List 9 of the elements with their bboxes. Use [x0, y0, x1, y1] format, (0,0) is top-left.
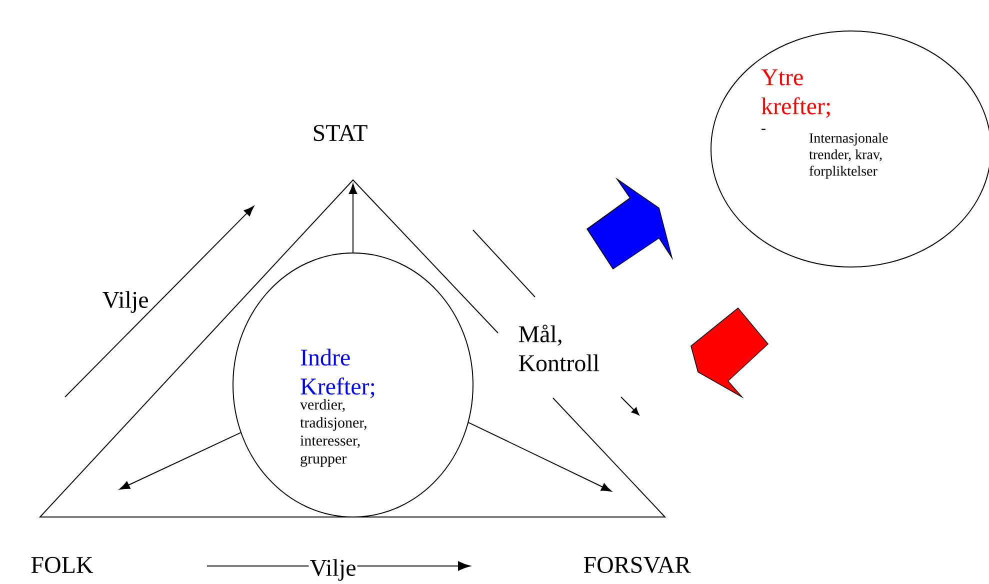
arrow: [468, 422, 612, 492]
text-label: Mål, Kontroll: [518, 324, 600, 372]
arrow: [348, 184, 358, 253]
text-label: Vilje: [308, 558, 358, 582]
arrow: [119, 432, 242, 490]
vertex-label: STAT: [314, 124, 368, 142]
vertex-label: FOLK: [31, 556, 94, 574]
vertex-label: FORSVAR: [584, 556, 691, 574]
text-label: Vilje: [102, 291, 148, 313]
